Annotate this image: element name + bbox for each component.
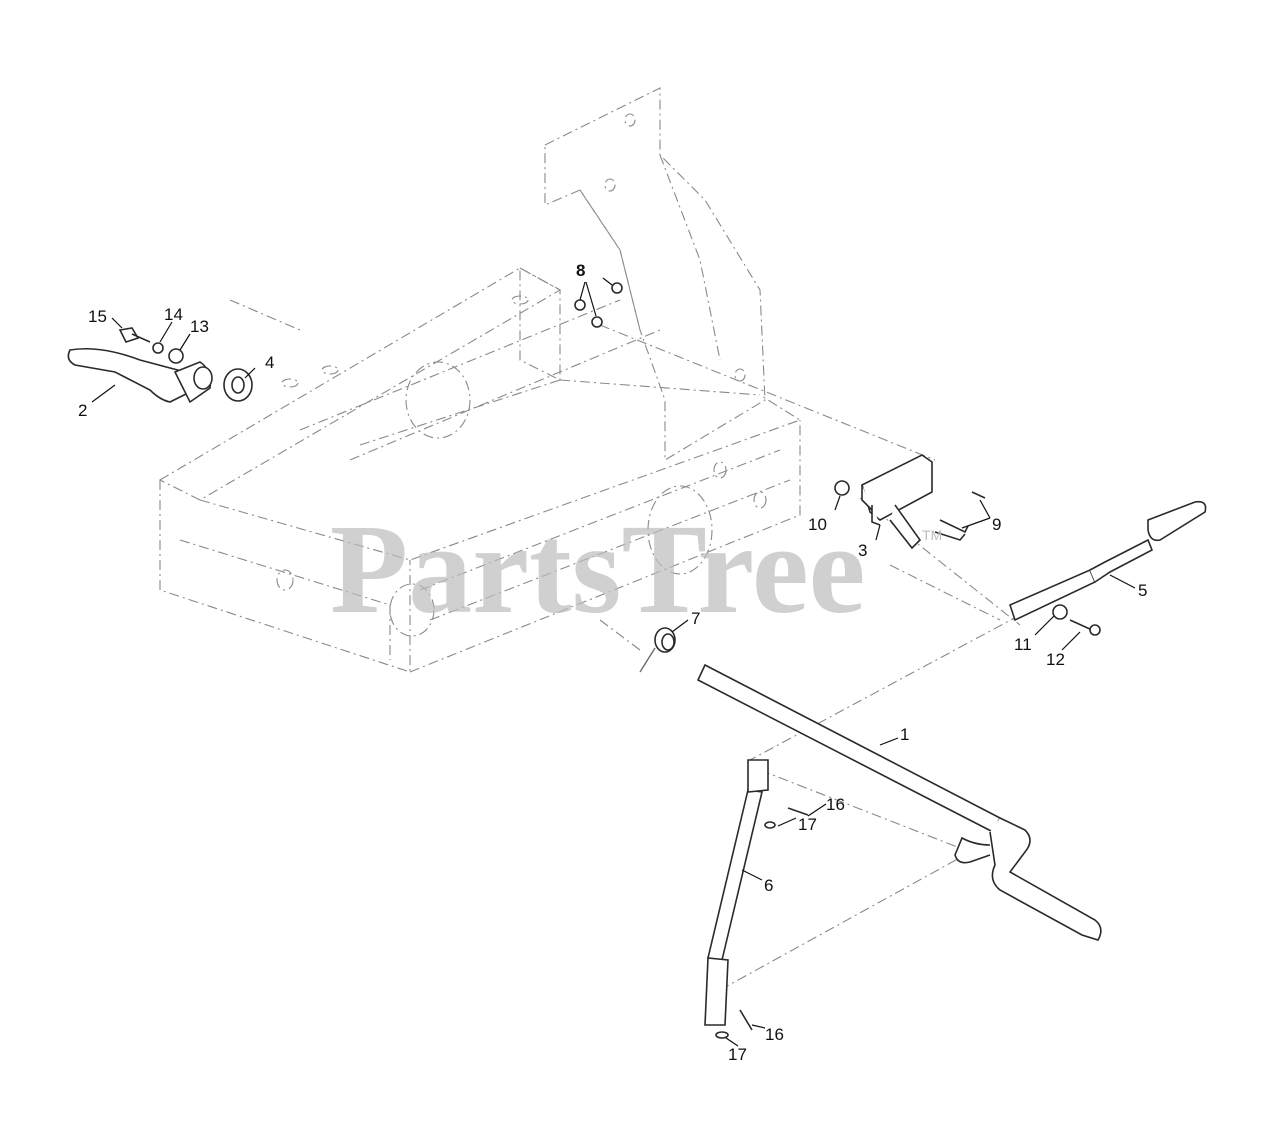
part-11-washer bbox=[1052, 604, 1068, 620]
callout-15: 15 bbox=[88, 307, 107, 326]
part-10-nut bbox=[834, 480, 850, 496]
callout-9: 9 bbox=[992, 515, 1001, 534]
callout-16-upper: 16 bbox=[826, 795, 845, 814]
part-12-pin bbox=[1069, 619, 1101, 636]
callout-5: 5 bbox=[1138, 581, 1147, 600]
callout-3: 3 bbox=[858, 541, 867, 560]
part-16-pin-upper bbox=[787, 807, 809, 816]
callout-6: 6 bbox=[764, 876, 773, 895]
part-7-spring bbox=[639, 627, 676, 673]
watermark-text: PartsTree bbox=[330, 498, 865, 640]
leader-lines bbox=[91, 277, 1136, 1047]
callout-11: 11 bbox=[1014, 635, 1032, 654]
part-6-link-rod bbox=[704, 759, 769, 1026]
part-9-bolts bbox=[934, 491, 986, 541]
callout-10: 10 bbox=[808, 515, 827, 534]
part-17-clip-upper bbox=[764, 821, 776, 829]
part-5-lever bbox=[1009, 500, 1207, 622]
callout-1: 1 bbox=[900, 725, 909, 744]
callout-16-lower: 16 bbox=[765, 1025, 784, 1044]
callout-8: 8 bbox=[576, 261, 585, 280]
callout-numbers: 1 2 3 4 5 6 7 8 9 10 11 12 13 14 15 16 1… bbox=[78, 261, 1147, 1064]
part-17-clip-lower bbox=[715, 1031, 729, 1039]
part-13-washer bbox=[168, 348, 184, 364]
callout-7: 7 bbox=[691, 609, 700, 628]
part-3-bracket bbox=[861, 454, 933, 550]
part-16-pin-lower bbox=[739, 1009, 753, 1031]
part-14-washer bbox=[152, 342, 164, 354]
part-1-shaft bbox=[696, 663, 1102, 941]
callout-12: 12 bbox=[1046, 650, 1065, 669]
part-4-collar bbox=[223, 368, 253, 402]
watermark-trademark: TM bbox=[922, 527, 942, 543]
part-2-handle bbox=[67, 347, 213, 404]
part-8-nuts bbox=[574, 282, 623, 328]
callout-13: 13 bbox=[190, 317, 209, 336]
part-15-bolt bbox=[118, 327, 151, 343]
callout-4: 4 bbox=[265, 353, 274, 372]
callout-14: 14 bbox=[164, 305, 183, 324]
callout-17-upper: 17 bbox=[798, 815, 817, 834]
callout-17-lower: 17 bbox=[728, 1045, 747, 1064]
callout-2: 2 bbox=[78, 401, 87, 420]
mower-frame bbox=[158, 87, 1021, 991]
